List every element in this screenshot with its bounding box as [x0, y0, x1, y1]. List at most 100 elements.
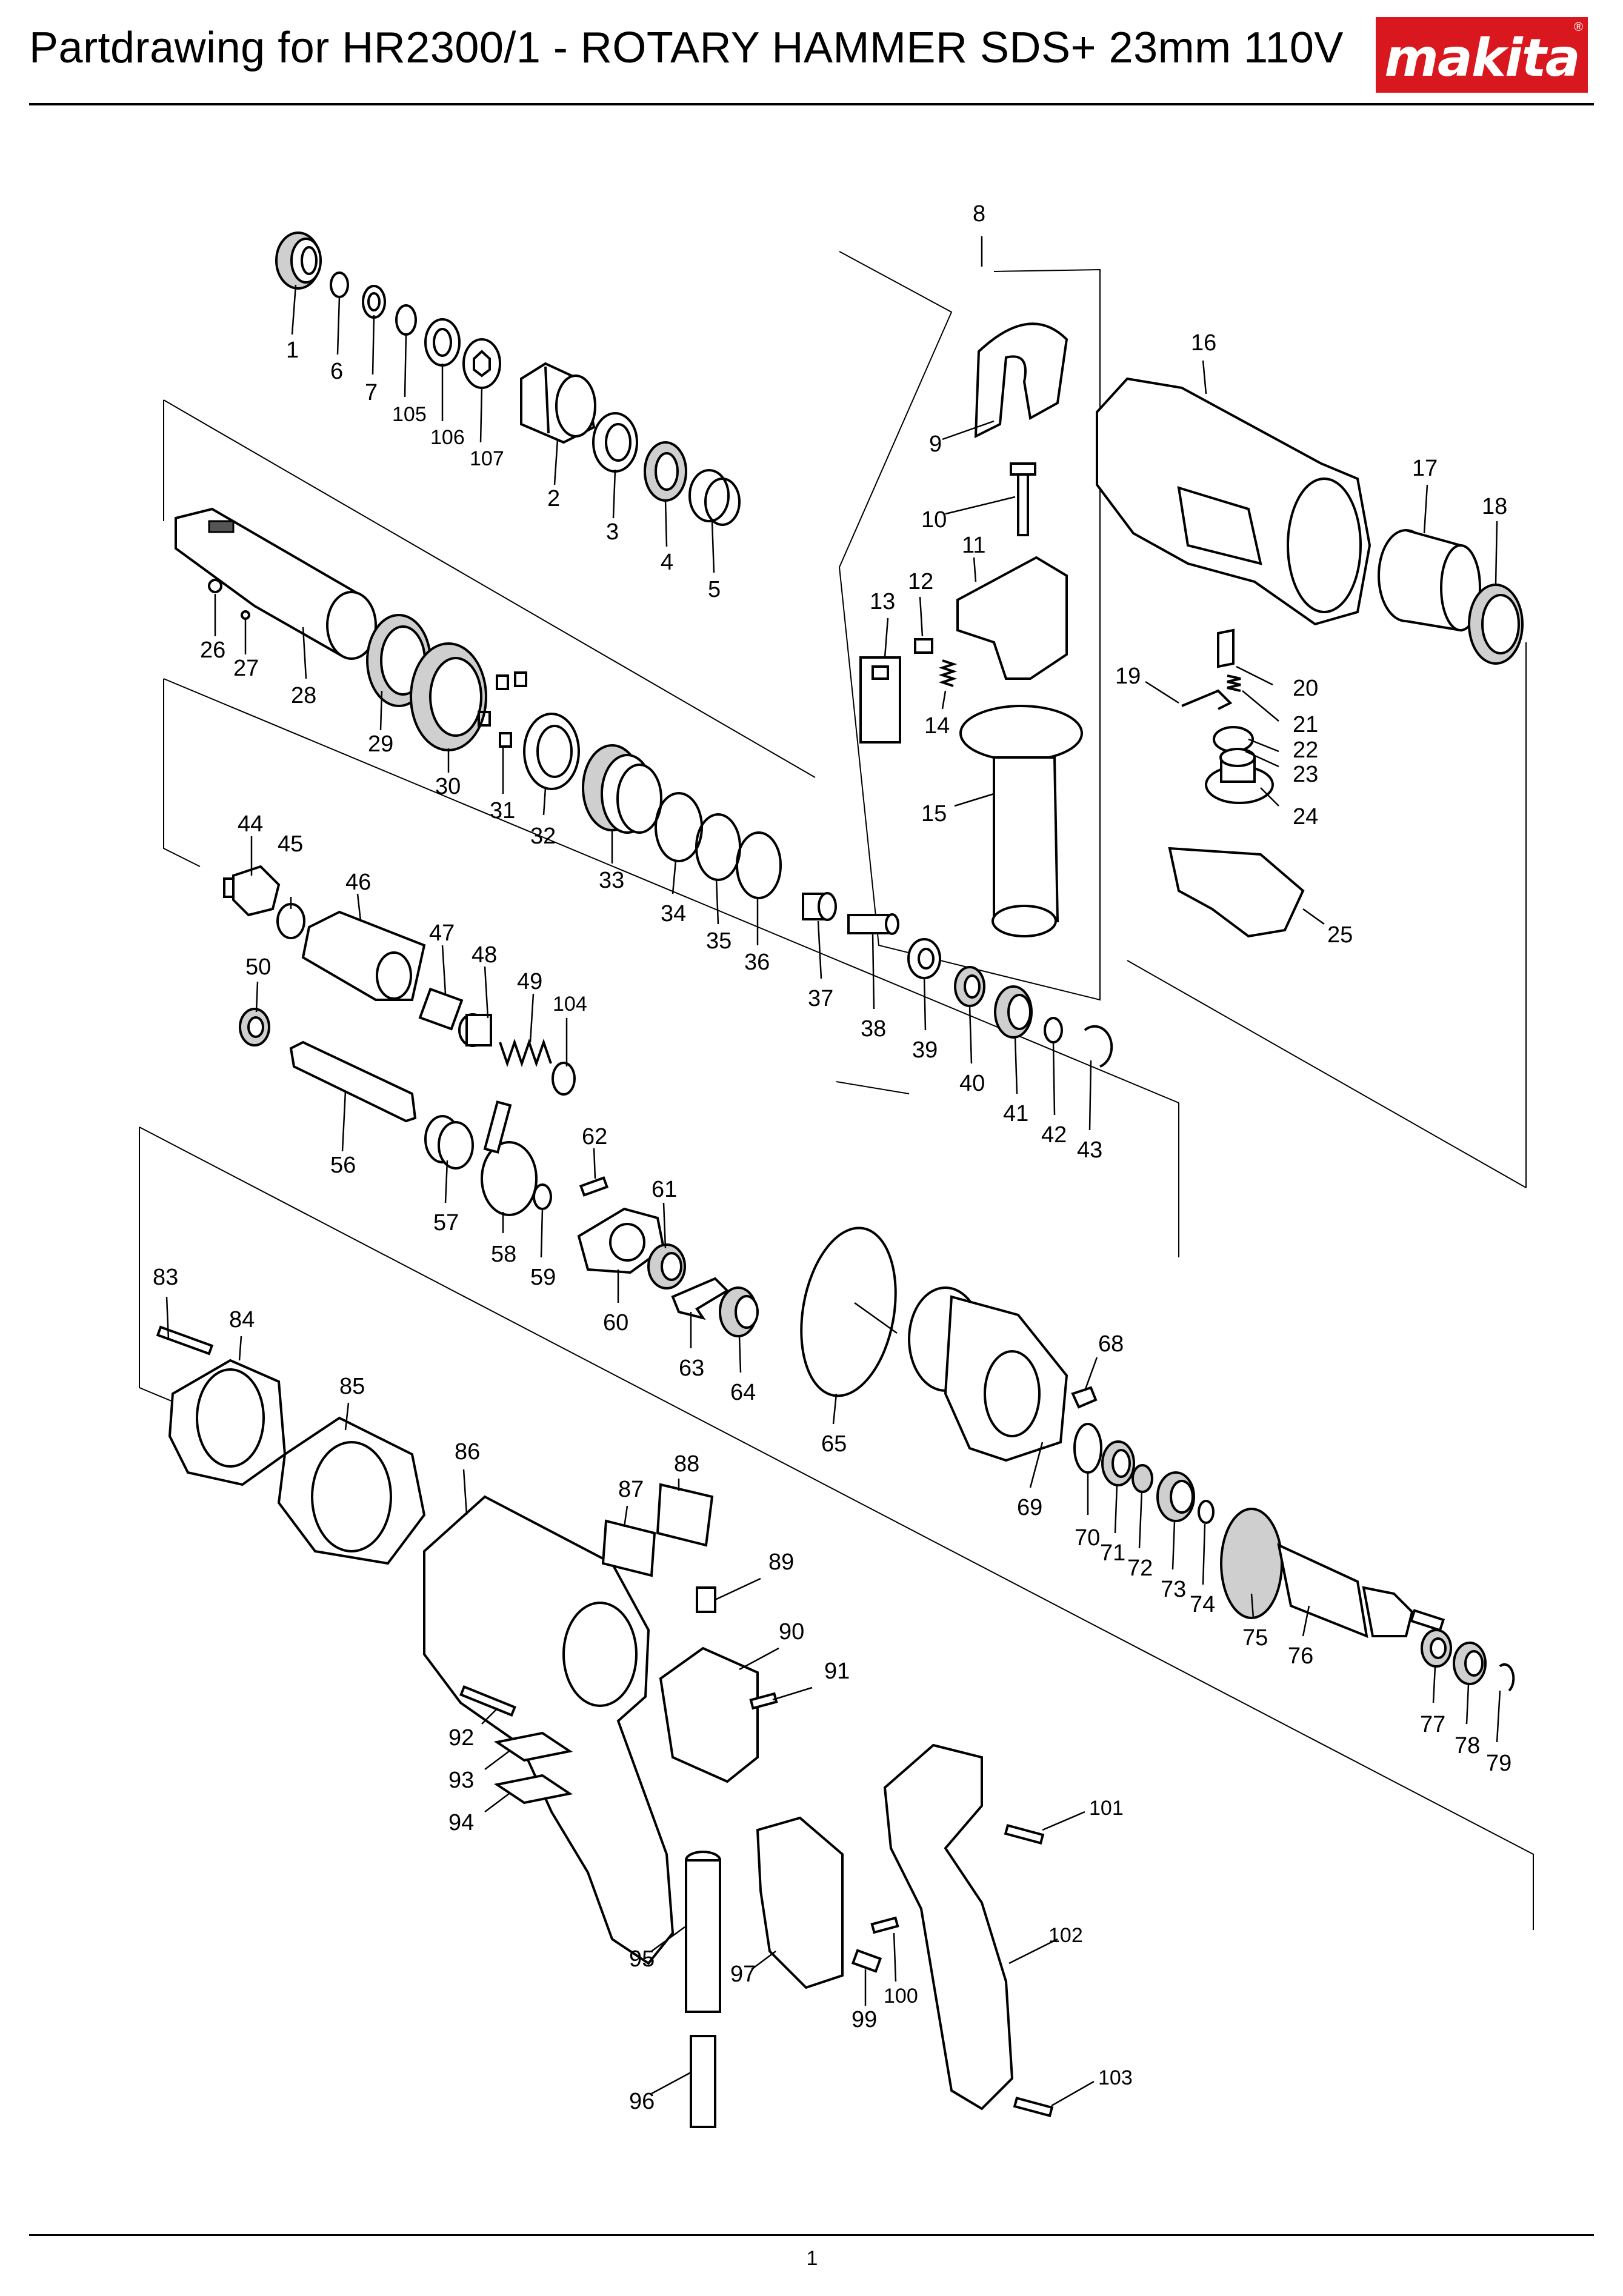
part-78-bearing — [1453, 1642, 1487, 1685]
part-62-screw — [579, 1176, 609, 1197]
part-4-washer — [644, 441, 687, 502]
part-label-58: 58 — [491, 1242, 516, 1267]
part-107-washer — [462, 338, 501, 389]
part-85-field — [277, 1416, 426, 1565]
part-label-74: 74 — [1190, 1592, 1215, 1617]
part-59-washer — [533, 1183, 552, 1210]
part-label-105: 105 — [392, 403, 427, 426]
part-label-89: 89 — [768, 1549, 794, 1575]
part-label-83: 83 — [153, 1265, 178, 1290]
part-32-washer — [523, 713, 580, 790]
part-label-61: 61 — [652, 1177, 677, 1202]
part-label-29: 29 — [368, 731, 393, 757]
part-label-64: 64 — [730, 1380, 756, 1405]
part-105-ring — [395, 304, 417, 336]
part-96-tube — [690, 2035, 716, 2128]
part-label-2: 2 — [547, 486, 560, 511]
part-label-22: 22 — [1293, 737, 1318, 763]
part-label-43: 43 — [1077, 1137, 1102, 1163]
part-label-72: 72 — [1127, 1556, 1153, 1581]
part-99-clip — [851, 1949, 882, 1973]
part-7-washer — [362, 285, 386, 319]
part-40-washer — [954, 966, 985, 1007]
part-42-o-ring — [1044, 1017, 1063, 1043]
part-label-45: 45 — [278, 831, 303, 857]
part-label-44: 44 — [238, 811, 263, 837]
part-37-bushing — [802, 892, 837, 921]
part-71-bearing — [1101, 1440, 1135, 1486]
part-16-gear-housing — [1096, 377, 1371, 626]
part-92-screw — [459, 1685, 516, 1717]
part-70-washer — [1073, 1423, 1102, 1474]
part-43-ring — [1084, 1025, 1113, 1068]
part-label-21: 21 — [1293, 712, 1318, 737]
part-label-77: 77 — [1420, 1712, 1445, 1737]
part-97-switch — [756, 1816, 844, 1989]
part-46-piston — [301, 910, 426, 1001]
part-label-78: 78 — [1455, 1733, 1480, 1759]
part-label-15: 15 — [921, 801, 947, 827]
part-label-90: 90 — [779, 1619, 804, 1645]
part-5-spring — [688, 469, 741, 526]
part-73-bearing — [1156, 1471, 1195, 1522]
part-103-screw — [1013, 2097, 1054, 2117]
part-72-ring — [1131, 1464, 1153, 1493]
part-label-33: 33 — [599, 868, 624, 893]
part-label-56: 56 — [330, 1153, 356, 1178]
part-label-9: 9 — [929, 431, 942, 457]
part-24-knob — [1205, 748, 1274, 804]
part-15-side-grip — [959, 705, 1083, 937]
part-18-seal — [1468, 584, 1524, 665]
part-label-107: 107 — [470, 447, 504, 470]
part-label-93: 93 — [448, 1768, 474, 1793]
footer-divider — [29, 2234, 1594, 2236]
makita-logo: makita ® — [1376, 17, 1588, 93]
part-56-shaft — [289, 1040, 417, 1123]
part-label-49: 49 — [517, 969, 542, 994]
part-label-10: 10 — [921, 507, 947, 533]
part-label-88: 88 — [674, 1451, 699, 1477]
part-label-75: 75 — [1242, 1625, 1268, 1651]
part-label-102: 102 — [1048, 1924, 1083, 1947]
part-label-68: 68 — [1098, 1331, 1124, 1357]
part-91-screw — [749, 1692, 778, 1710]
part-label-4: 4 — [661, 550, 673, 575]
part-1-seal — [275, 231, 322, 290]
part-36-ring — [736, 831, 782, 899]
part-label-30: 30 — [435, 774, 461, 799]
page-number: 1 — [806, 2247, 818, 2270]
part-label-19: 19 — [1115, 664, 1141, 689]
page-header: Partdrawing for HR2300/1 - ROTARY HAMMER… — [0, 0, 1623, 106]
part-47-plate — [418, 987, 464, 1031]
part-101-screw — [1004, 1824, 1045, 1845]
part-label-8: 8 — [973, 201, 985, 227]
part-label-13: 13 — [870, 589, 895, 614]
part-label-7: 7 — [365, 380, 378, 405]
part-label-27: 27 — [233, 656, 259, 681]
part-label-73: 73 — [1161, 1577, 1186, 1602]
part-48-bushing — [458, 1013, 492, 1047]
part-label-31: 31 — [490, 798, 515, 824]
part-label-104: 104 — [553, 993, 587, 1016]
part-6-ring — [330, 271, 349, 298]
part-86-motor-housing — [423, 1495, 675, 1965]
part-13-clip — [859, 656, 901, 744]
part-label-37: 37 — [808, 986, 833, 1011]
part-label-50: 50 — [245, 954, 271, 980]
part-50-bearing — [239, 1008, 270, 1047]
part-label-59: 59 — [530, 1265, 556, 1290]
part-9-handle-band — [974, 322, 1068, 439]
part-38-pin — [847, 913, 899, 935]
part-34-ring — [655, 792, 703, 862]
logo-text: makita — [1384, 28, 1580, 88]
part-30-gear — [410, 642, 487, 751]
part-61-bearing — [647, 1243, 686, 1289]
part-102-handle-cover — [883, 1743, 1014, 2111]
page-title: Partdrawing for HR2300/1 - ROTARY HAMMER… — [29, 24, 1344, 72]
part-label-36: 36 — [744, 950, 770, 975]
part-35-ring — [695, 813, 741, 881]
part-label-84: 84 — [229, 1307, 255, 1333]
part-label-62: 62 — [582, 1124, 607, 1150]
part-33-clutch — [582, 744, 662, 834]
part-label-14: 14 — [924, 713, 950, 739]
